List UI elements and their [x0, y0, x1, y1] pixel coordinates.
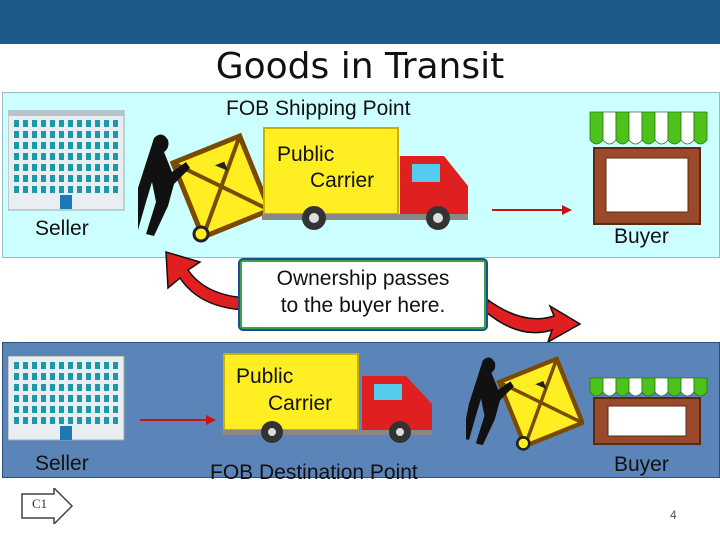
store-icon: [589, 111, 708, 225]
transfer-arrow-bottom: [140, 415, 216, 425]
fob-shipping-point-heading: FOB Shipping Point: [226, 97, 411, 120]
seller-label-bottom: Seller: [35, 452, 89, 475]
transfer-arrow-top: [492, 205, 572, 215]
top-bar: [0, 0, 720, 44]
delivery-worker-icon: [138, 132, 268, 243]
truck-icon-bottom: [222, 353, 432, 443]
fob-destination-point-heading: FOB Destination Point: [210, 461, 418, 484]
buyer-label-bottom: Buyer: [614, 453, 669, 476]
seller-label-top: Seller: [35, 217, 89, 240]
truck-label-top-line1: Public: [277, 143, 335, 166]
nav-label[interactable]: C1: [32, 496, 48, 511]
store-icon-bottom: [589, 377, 708, 445]
curved-arrow-icon-down: [485, 298, 582, 344]
slide-title: Goods in Transit: [215, 46, 505, 87]
building-icon-bottom: [8, 356, 125, 441]
callout-line1: Ownership passes: [276, 267, 450, 290]
next-arrow-icon[interactable]: [20, 488, 74, 524]
truck-label-bottom-line1: Public: [236, 365, 294, 388]
curved-arrow-icon: [165, 250, 249, 311]
truck-label-bottom-line2: Carrier: [268, 392, 333, 415]
page-number: 4: [670, 508, 677, 522]
ownership-callout: Ownership passes to the buyer here.: [240, 260, 486, 329]
truck-icon: [262, 127, 468, 230]
callout-line2: to the buyer here.: [280, 294, 446, 317]
truck-label-top-line2: Carrier: [310, 169, 375, 192]
delivery-worker-icon-bottom: [466, 356, 584, 451]
buyer-label-top: Buyer: [614, 225, 669, 248]
building-icon: [8, 110, 125, 211]
